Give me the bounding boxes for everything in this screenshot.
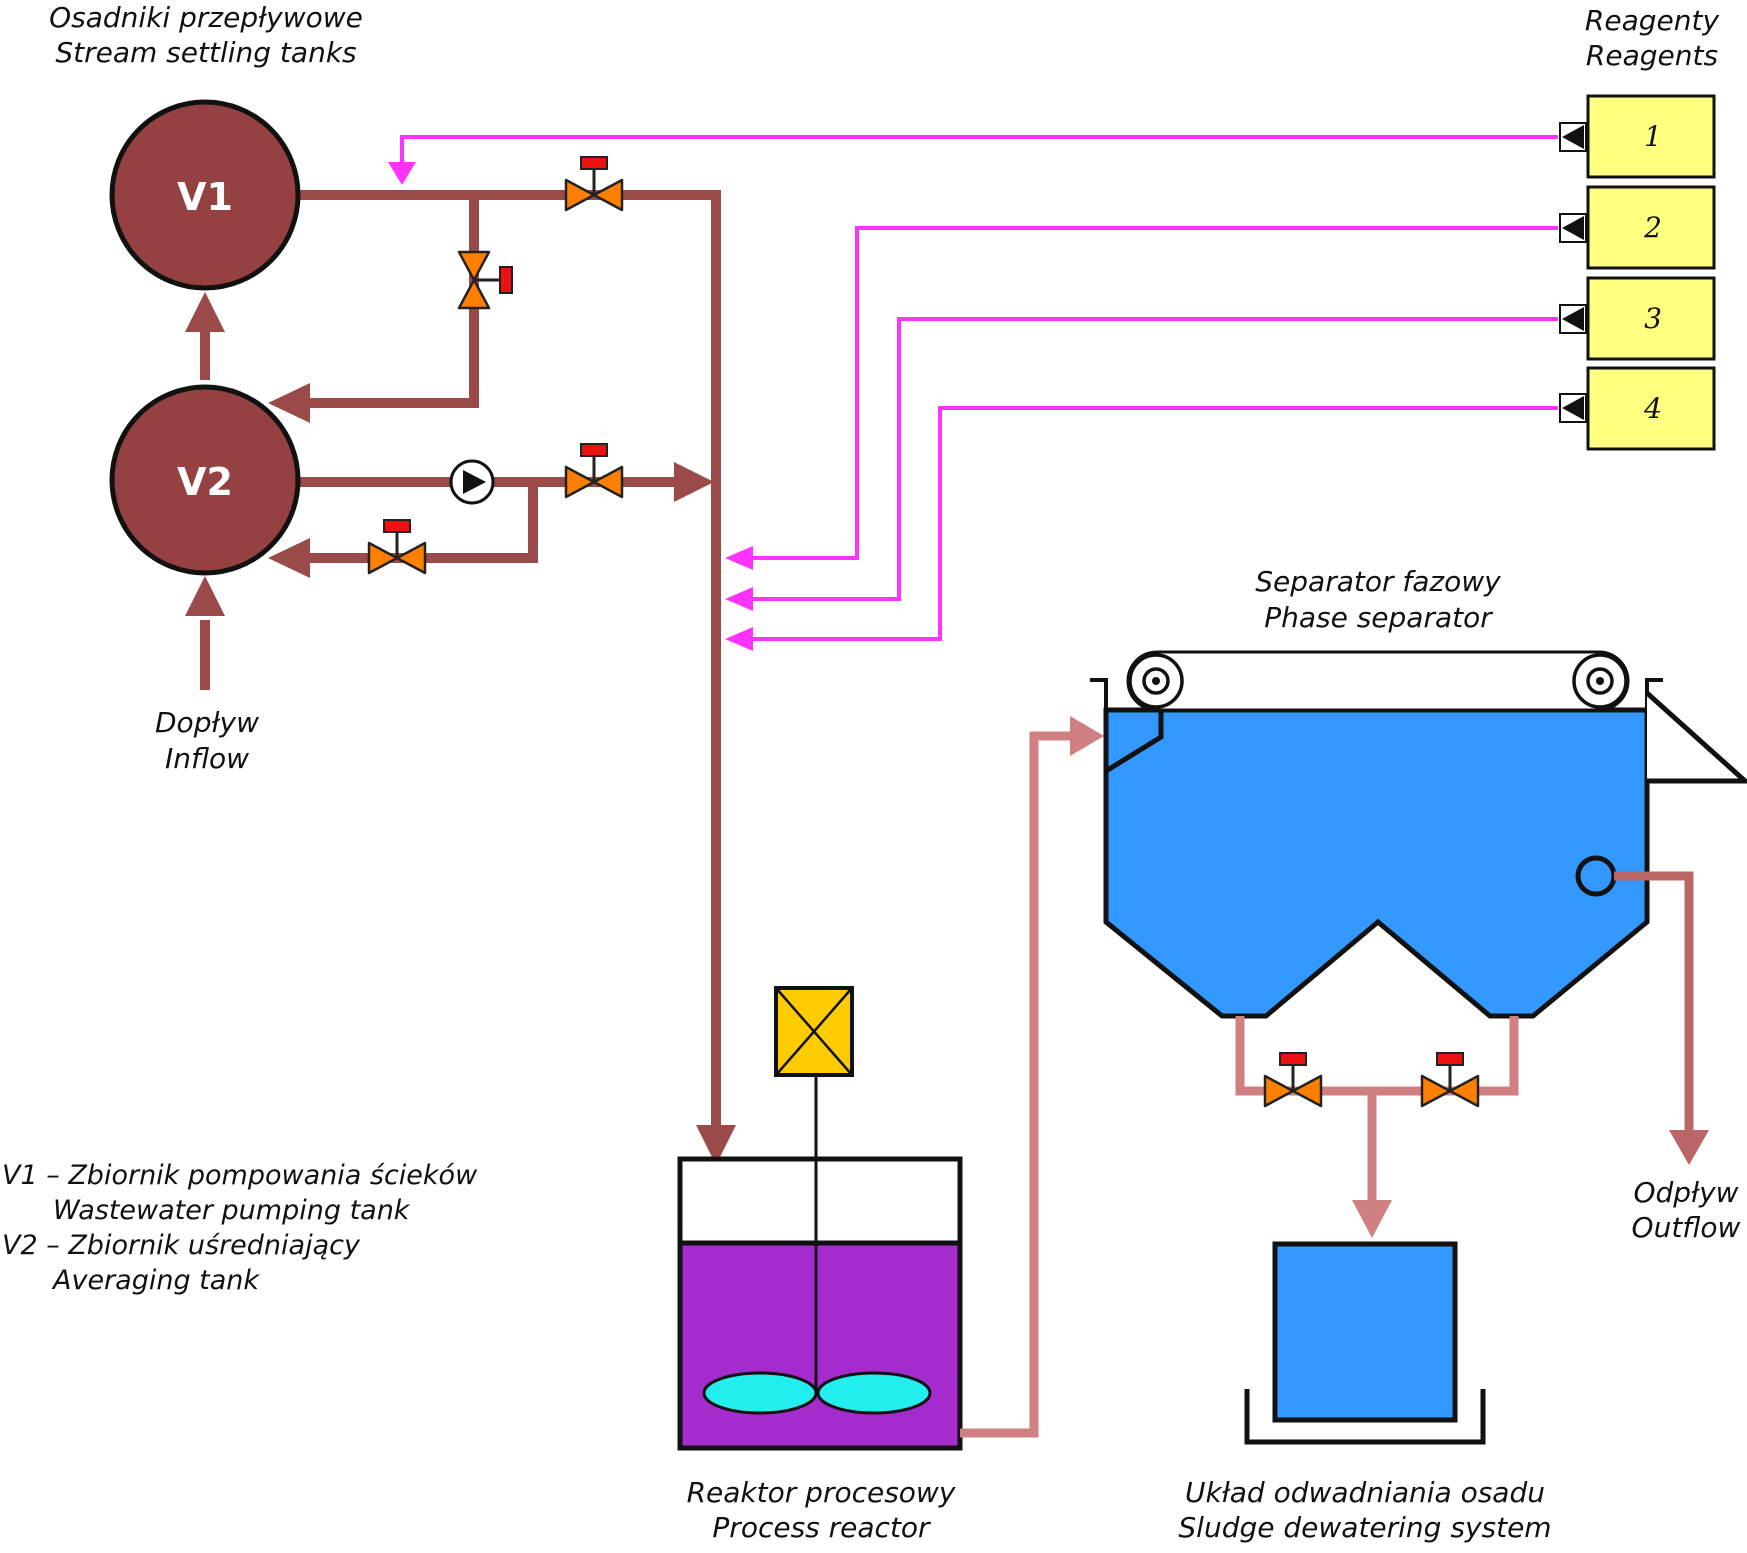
pump-icon xyxy=(449,459,495,505)
dewatering-label-pl: Układ odwadniania osadu xyxy=(1185,1476,1545,1509)
legend-v2-en: Averaging tank xyxy=(51,1265,260,1296)
separator-inlet-arrowhead xyxy=(1070,716,1104,756)
reagents-title-pl: Reagenty xyxy=(1585,4,1720,37)
main-arrowheads xyxy=(185,292,736,1165)
legend-v1-pl: V1 – Zbiornik pompowania ścieków xyxy=(2,1160,478,1191)
sludge-arrowhead xyxy=(1352,1200,1392,1238)
separator-label-pl: Separator fazowy xyxy=(1255,565,1501,598)
reactor-label-en: Process reactor xyxy=(712,1511,931,1544)
reactor-label-pl: Reaktor procesowy xyxy=(687,1476,956,1509)
dewatering-label-en: Sludge dewatering system xyxy=(1178,1511,1551,1544)
valve-icon[interactable] xyxy=(1420,1051,1480,1108)
reagent-box-4: 4 xyxy=(1559,366,1716,451)
process-reactor xyxy=(677,986,963,1451)
roller-icon xyxy=(1128,653,1184,709)
legend-v1-en: Wastewater pumping tank xyxy=(53,1195,411,1226)
phase-separator xyxy=(1090,650,1747,1019)
reagent-label-1: 1 xyxy=(1644,120,1662,153)
outflow-pipe xyxy=(1614,871,1694,1135)
separator-label-en: Phase separator xyxy=(1264,601,1493,634)
valve-icon[interactable] xyxy=(457,250,514,310)
tank-v1: V1 xyxy=(109,99,301,291)
tank-v1-label: V1 xyxy=(177,175,233,219)
reagent-arrowheads xyxy=(388,162,753,651)
impeller-icon xyxy=(702,1371,932,1415)
outflow-label-en: Outflow xyxy=(1632,1211,1741,1244)
valve-icon[interactable] xyxy=(367,518,427,575)
valve-icon[interactable] xyxy=(1263,1051,1323,1108)
roller-icon xyxy=(1572,653,1628,709)
outlet-port xyxy=(1575,855,1617,897)
tank-v2: V2 xyxy=(109,384,301,576)
reactor-to-separator-pipe xyxy=(960,731,1072,1438)
reagent-label-2: 2 xyxy=(1643,211,1662,244)
settling-tanks-title-en: Stream settling tanks xyxy=(55,36,356,69)
valve-icon[interactable] xyxy=(564,442,624,499)
outflow-arrowhead xyxy=(1669,1130,1709,1165)
tank-v2-label: V2 xyxy=(177,460,233,504)
reagent-box-1: 1 xyxy=(1559,94,1716,179)
settling-tanks-title-pl: Osadniki przepływowe xyxy=(49,1,363,34)
reagent-label-4: 4 xyxy=(1643,392,1662,425)
reagent-box-3: 3 xyxy=(1559,276,1716,361)
reagent-box-2: 2 xyxy=(1559,185,1716,270)
reagent-label-3: 3 xyxy=(1644,302,1662,335)
inflow-label-pl: Dopływ xyxy=(155,706,259,739)
legend-v2-pl: V2 – Zbiornik uśredniający xyxy=(2,1230,361,1261)
outflow-label-pl: Odpływ xyxy=(1633,1176,1738,1209)
valve-icon[interactable] xyxy=(564,155,624,212)
motor-icon xyxy=(774,986,854,1077)
main-piping xyxy=(200,190,721,1130)
sludge-piping xyxy=(1235,1016,1519,1205)
reagents-title-en: Reagents xyxy=(1586,39,1718,72)
reagent-lines xyxy=(400,135,1558,641)
dewatering-unit xyxy=(1244,1241,1486,1445)
inflow-label-en: Inflow xyxy=(165,742,249,775)
